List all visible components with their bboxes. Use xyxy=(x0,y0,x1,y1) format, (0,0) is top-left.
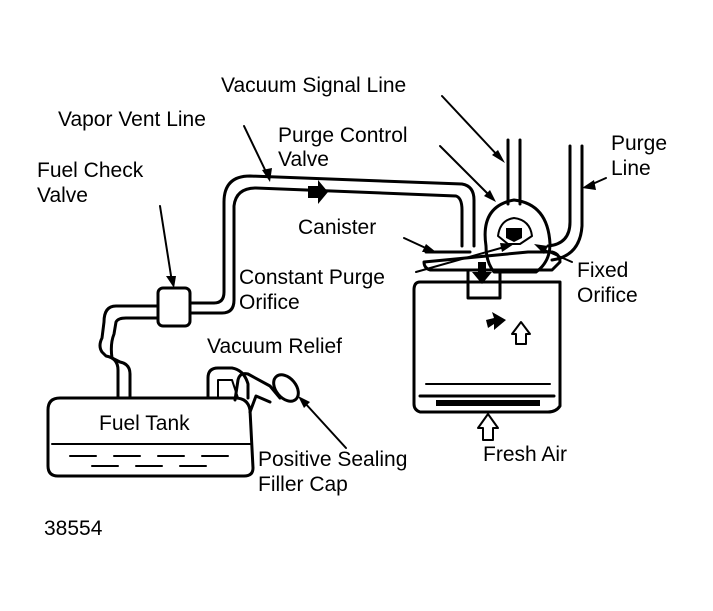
fuel-level-dashes xyxy=(69,455,229,467)
label-positive-sealing-filler-cap-2: Filler Cap xyxy=(258,473,348,496)
label-constant-purge-orifice-2: Orifice xyxy=(239,291,300,314)
label-fixed-orifice-2: Orifice xyxy=(577,284,638,307)
filler-cap xyxy=(272,373,300,403)
label-fuel-check-valve-2: Valve xyxy=(37,184,88,207)
label-purge-line-1: Purge xyxy=(611,132,667,155)
fuel-check-valve xyxy=(156,286,192,328)
canister-up-arrow xyxy=(511,321,531,345)
label-vapor-vent-line: Vapor Vent Line xyxy=(58,108,206,131)
purge-line-tube xyxy=(546,144,584,262)
tank-vent-line xyxy=(98,304,160,400)
fresh-air-arrow xyxy=(477,413,499,441)
label-fresh-air: Fresh Air xyxy=(483,443,567,466)
leader-lines xyxy=(159,95,607,449)
label-constant-purge-orifice-1: Constant Purge xyxy=(239,266,385,289)
label-fuel-tank: Fuel Tank xyxy=(99,412,190,435)
label-fixed-orifice-1: Fixed xyxy=(577,259,628,282)
label-positive-sealing-filler-cap-1: Positive Sealing xyxy=(258,448,407,471)
label-canister: Canister xyxy=(298,216,376,239)
vapor-vent-line xyxy=(188,174,476,315)
vacuum-signal-tube xyxy=(506,138,522,206)
label-vacuum-signal-line: Vacuum Signal Line xyxy=(221,74,406,97)
label-purge-control-valve-2: Valve xyxy=(278,148,329,171)
figure-number: 38554 xyxy=(44,517,103,540)
purge-down-arrow xyxy=(472,262,492,284)
vapor-flow-arrow xyxy=(308,180,328,204)
label-purge-line-2: Line xyxy=(611,157,651,180)
vacuum-relief-hose xyxy=(206,366,250,400)
fuel-tank xyxy=(46,396,255,478)
purge-control-valve xyxy=(483,198,552,274)
canister-flow-arrow xyxy=(486,312,506,330)
label-purge-control-valve-1: Purge Control xyxy=(278,124,408,147)
label-fuel-check-valve-1: Fuel Check xyxy=(37,159,144,182)
label-vacuum-relief: Vacuum Relief xyxy=(207,335,342,358)
